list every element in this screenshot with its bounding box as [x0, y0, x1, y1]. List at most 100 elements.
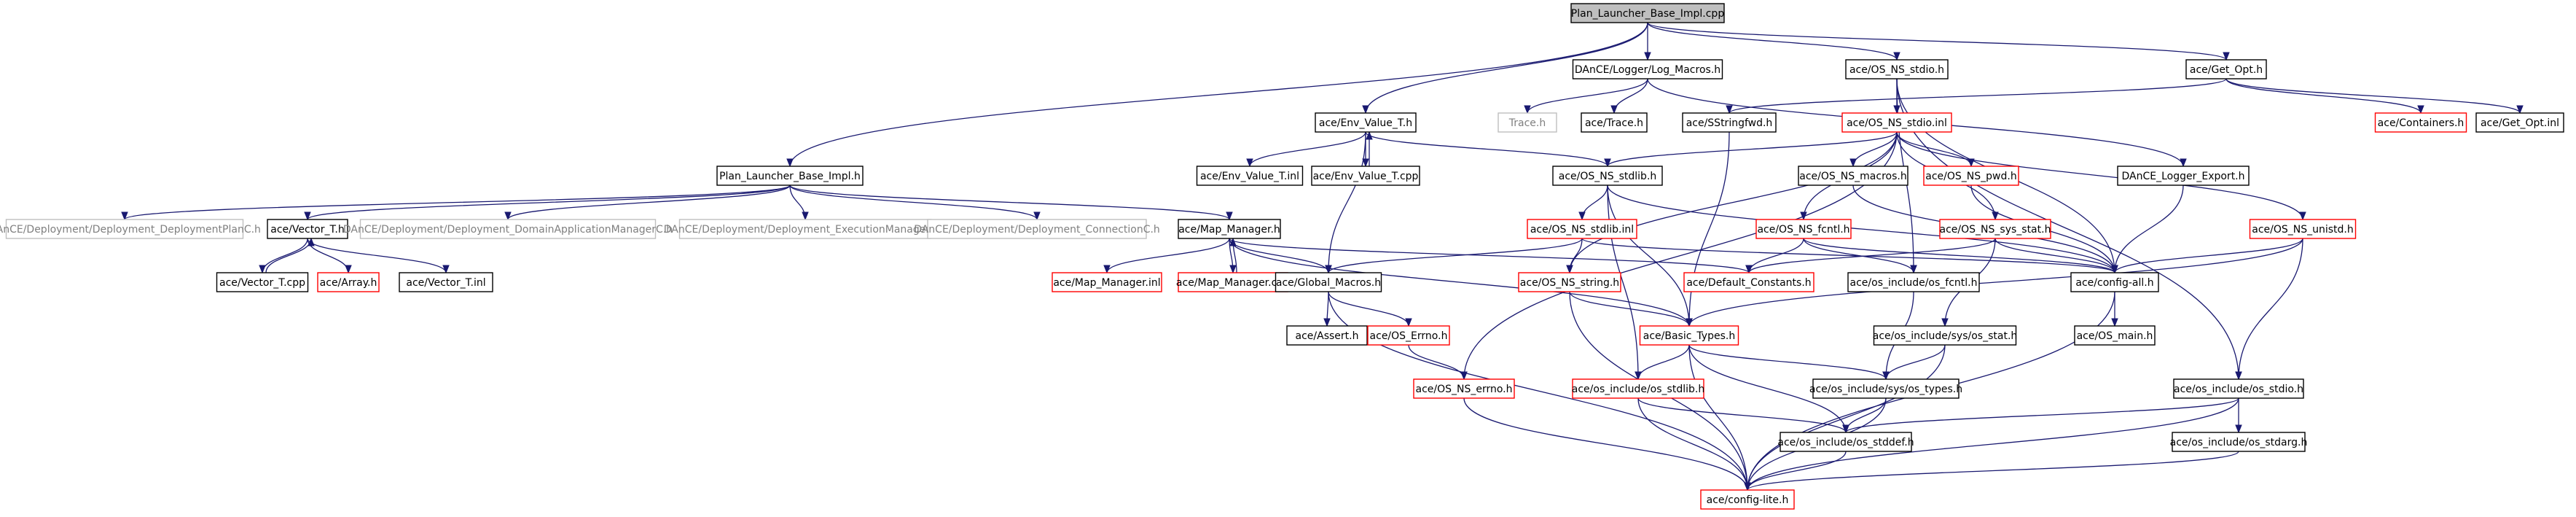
- node-evt_h[interactable]: ace/Env_Value_T.h: [1315, 112, 1417, 133]
- dependency-edge: [1744, 451, 2239, 491]
- node-box: [267, 219, 348, 239]
- node-label: ace/Env_Value_T.h: [1319, 117, 1412, 129]
- node-label: ace/Env_Value_T.inl: [1200, 171, 1299, 182]
- dependency-edge: [1635, 344, 1690, 381]
- node-deplan[interactable]: DAnCE/Deployment/Deployment_DeploymentPl…: [0, 219, 261, 239]
- node-osstdlib_h[interactable]: ace/OS_NS_stdlib.h: [1552, 166, 1663, 186]
- node-mapm_cpp[interactable]: ace/Map_Manager.cpp: [1176, 272, 1290, 292]
- dependency-edge: [1745, 238, 1996, 274]
- node-array[interactable]: ace/Array.h: [317, 272, 380, 292]
- dependency-edge: [1362, 22, 1648, 114]
- node-containers[interactable]: ace/Containers.h: [2374, 112, 2467, 133]
- dependency-edge: [1637, 397, 1849, 434]
- node-label: ace/Map_Manager.h: [1178, 224, 1280, 236]
- node-label: DAnCE_Logger_Export.h: [2121, 171, 2244, 182]
- node-evt_cpp[interactable]: ace/Env_Value_T.cpp: [1311, 166, 1420, 186]
- node-label: ace/Array.h: [320, 277, 377, 289]
- node-box: [1413, 378, 1515, 399]
- node-label: DAnCE/Deployment/Deployment_ConnectionC.…: [914, 224, 1160, 236]
- node-dconn[interactable]: DAnCE/Deployment/Deployment_ConnectionC.…: [914, 219, 1160, 239]
- node-box: [1847, 272, 1980, 292]
- node-vect_h[interactable]: ace/Vector_T.h: [267, 219, 348, 239]
- node-osnserrno[interactable]: ace/OS_NS_errno.h: [1413, 378, 1515, 399]
- dependency-edge: [504, 184, 791, 221]
- node-stddef[interactable]: ace/os_include/os_stddef.h: [1777, 432, 1914, 452]
- dependency-edge: [786, 22, 1648, 168]
- node-osunistd[interactable]: ace/OS_NS_unistd.h: [2249, 219, 2357, 239]
- node-osstdio_h[interactable]: ace/OS_NS_stdio.h: [1845, 59, 1949, 79]
- node-box: [716, 166, 864, 186]
- node-label: ace/OS_NS_sys_stat.h: [1940, 224, 2051, 236]
- node-osstdio_inl[interactable]: ace/OS_NS_stdio.inl: [1841, 112, 1952, 133]
- node-box: [1939, 219, 2051, 239]
- node-label: ace/os_include/os_stdarg.h: [2170, 437, 2308, 448]
- node-dapm[interactable]: DAnCE/Deployment/Deployment_DomainApplic…: [343, 219, 673, 239]
- node-stdarg[interactable]: ace/os_include/os_stdarg.h: [2170, 432, 2308, 452]
- node-systypes[interactable]: ace/os_include/sys/os_types.h: [1809, 378, 1962, 399]
- node-globm[interactable]: ace/Global_Macros.h: [1275, 272, 1382, 292]
- dependency-edge: [1325, 131, 1366, 274]
- node-osstring[interactable]: ace/OS_NS_string.h: [1518, 272, 1621, 292]
- node-osinc_stdlib[interactable]: ace/os_include/os_stdlib.h: [1572, 378, 1704, 399]
- node-box: [1780, 432, 1912, 452]
- node-label: ace/config-all.h: [2075, 277, 2153, 289]
- node-label: DAnCE/Deployment/Deployment_DeploymentPl…: [0, 224, 261, 236]
- node-label: ace/Map_Manager.cpp: [1176, 277, 1290, 289]
- node-vect_inl[interactable]: ace/Vector_T.inl: [399, 272, 493, 292]
- node-osfcntl[interactable]: ace/OS_NS_fcntl.h: [1755, 219, 1852, 239]
- node-evt_inl[interactable]: ace/Env_Value_T.inl: [1196, 166, 1304, 186]
- dependency-edge: [1408, 344, 1468, 381]
- node-getopt_h[interactable]: ace/Get_Opt.h: [2185, 59, 2267, 79]
- edges-layer: [121, 22, 2524, 491]
- node-box: [1572, 378, 1704, 399]
- node-label: ace/Global_Macros.h: [1276, 277, 1381, 289]
- node-sysstat[interactable]: ace/os_include/sys/os_stat.h: [1873, 325, 2018, 346]
- node-sstr[interactable]: ace/SStringfwd.h: [1682, 112, 1777, 133]
- node-getopt_inl[interactable]: ace/Get_Opt.inl: [2475, 112, 2564, 133]
- node-trace1[interactable]: Trace.h: [1498, 112, 1557, 133]
- dependency-edge: [1745, 238, 1804, 274]
- node-box: [1755, 219, 1852, 239]
- node-configall[interactable]: ace/config-all.h: [2070, 272, 2159, 292]
- dependency-edge: [1647, 22, 2230, 61]
- dependency-edge: [1229, 238, 1753, 274]
- node-osstdlib_inl[interactable]: ace/OS_NS_stdlib.inl: [1527, 219, 1637, 239]
- node-box: [2173, 378, 2304, 399]
- node-trace2[interactable]: ace/Trace.h: [1581, 112, 1648, 133]
- dependency-edge: [1229, 238, 1332, 274]
- node-ospwd[interactable]: ace/OS_NS_pwd.h: [1923, 166, 2019, 186]
- node-osmain[interactable]: ace/OS_main.h: [2074, 325, 2156, 346]
- node-ossysstat[interactable]: ace/OS_NS_sys_stat.h: [1939, 219, 2051, 239]
- node-mapm_h[interactable]: ace/Map_Manager.h: [1178, 219, 1281, 239]
- node-osmacros[interactable]: ace/OS_NS_macros.h: [1798, 166, 1908, 186]
- node-root[interactable]: Plan_Launcher_Base_Impl.cpp: [1570, 3, 1725, 23]
- node-box: [2172, 432, 2306, 452]
- node-lplbi[interactable]: Plan_Launcher_Base_Impl.h: [716, 166, 864, 186]
- node-oserrno[interactable]: ace/OS_Errno.h: [1367, 325, 1450, 346]
- node-assert[interactable]: ace/Assert.h: [1286, 325, 1368, 346]
- node-basictypes[interactable]: ace/Basic_Types.h: [1639, 325, 1739, 346]
- node-label: ace/Vector_T.h: [270, 224, 344, 236]
- node-box: [1552, 166, 1663, 186]
- node-logm[interactable]: DAnCE/Logger/Log_Macros.h: [1572, 59, 1723, 79]
- node-label: ace/OS_NS_macros.h: [1799, 171, 1906, 182]
- node-dexec[interactable]: DAnCE/Deployment/Deployment_ExecutionMan…: [664, 219, 947, 239]
- node-box: [399, 272, 493, 292]
- node-configlite[interactable]: ace/config-lite.h: [1700, 489, 1795, 510]
- node-osinc_fcntl[interactable]: ace/os_include/os_fcntl.h: [1847, 272, 1980, 292]
- dependency-edge: [265, 237, 315, 273]
- node-mapm_inl[interactable]: ace/Map_Manager.inl: [1052, 272, 1162, 292]
- node-osinc_stdio[interactable]: ace/os_include/os_stdio.h: [2173, 378, 2304, 399]
- dependency-edge: [1726, 78, 2227, 114]
- node-defconst[interactable]: ace/Default_Constants.h: [1683, 272, 1814, 292]
- node-label: ace/Get_Opt.h: [2190, 64, 2263, 76]
- node-box: [1570, 3, 1725, 23]
- node-dlexp[interactable]: DAnCE_Logger_Export.h: [2117, 166, 2250, 186]
- node-box: [1518, 272, 1621, 292]
- node-vect_cpp[interactable]: ace/Vector_T.cpp: [216, 272, 309, 292]
- dependency-edge: [1688, 344, 1890, 381]
- node-label: ace/Map_Manager.inl: [1053, 277, 1160, 289]
- node-box: [1498, 112, 1557, 133]
- node-label: ace/Containers.h: [2378, 117, 2465, 129]
- dependency-edge: [259, 238, 308, 274]
